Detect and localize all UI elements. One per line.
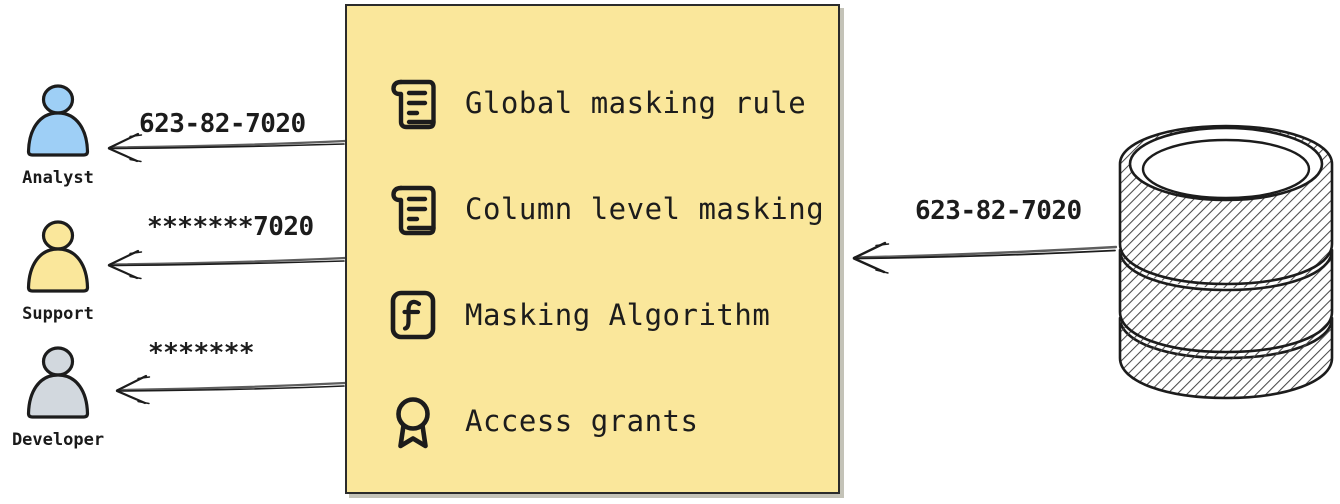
policy-row-access-grants[interactable]: Access grants — [387, 368, 838, 474]
actor-analyst[interactable]: Analyst — [0, 82, 118, 188]
arrow-to-support — [107, 249, 346, 280]
policy-row-column-level-masking[interactable]: Column level masking — [387, 156, 838, 262]
actor-label-developer: Developer — [11, 430, 105, 450]
actor-support[interactable]: Support — [0, 218, 118, 324]
policy-label: Column level masking — [465, 192, 825, 226]
arrow-to-developer — [115, 374, 346, 405]
user-avatar-icon — [26, 220, 90, 293]
flow-label-analyst: 623-82-7020 — [139, 109, 306, 139]
actor-label-analyst: Analyst — [22, 168, 94, 188]
award-ribbon-icon — [396, 397, 430, 449]
policy-row-global-masking-rule[interactable]: Global masking rule — [387, 50, 838, 156]
scroll-icon — [391, 79, 436, 130]
flow-label-developer: ******* — [148, 338, 255, 368]
database-cylinder-icon[interactable] — [1112, 112, 1340, 402]
scroll-icon — [391, 185, 436, 236]
arrow-from-database — [852, 241, 1117, 274]
policy-label: Access grants — [465, 404, 699, 438]
user-avatar-icon — [26, 346, 90, 419]
policy-label: Global masking rule — [465, 86, 807, 120]
policy-row-masking-algorithm[interactable]: Masking Algorithm — [387, 262, 838, 368]
user-avatar-icon — [26, 84, 90, 157]
policy-label: Masking Algorithm — [465, 298, 771, 332]
arrow-to-analyst — [107, 132, 346, 163]
policy-list: Global masking rule Column level masking — [347, 6, 838, 492]
flow-label-support: *******7020 — [147, 212, 314, 242]
policy-card: Global masking rule Column level masking — [345, 4, 840, 494]
actor-label-support: Support — [22, 304, 94, 324]
function-box-icon — [390, 290, 436, 340]
actor-developer[interactable]: Developer — [0, 344, 118, 450]
flow-label-database: 623-82-7020 — [915, 196, 1082, 226]
